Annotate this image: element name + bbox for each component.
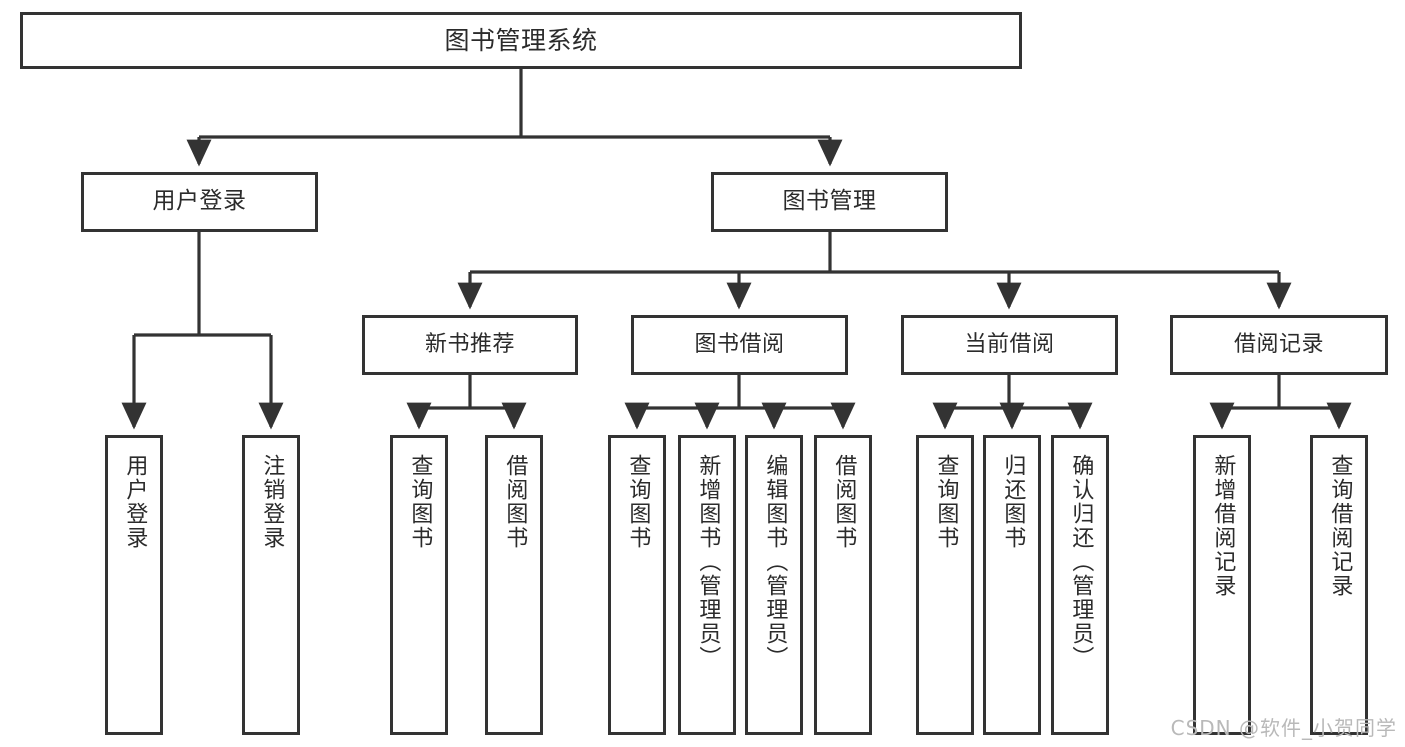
node-new-book-rec-label: 新书推荐	[424, 332, 515, 358]
node-leaf-return-book[interactable]: 归还图书	[983, 435, 1041, 735]
node-leaf-edit-book[interactable]: 编辑图书（管理员）	[745, 435, 803, 735]
node-current-borrow-label: 当前借阅	[964, 332, 1055, 358]
node-user-login[interactable]: 用户登录	[81, 172, 318, 232]
node-leaf-query-book-2-label: 查询图书	[625, 454, 651, 550]
node-root-label: 图书管理系统	[444, 25, 598, 55]
node-borrow-record-label: 借阅记录	[1233, 332, 1324, 358]
node-leaf-borrow-book-1-label: 借阅图书	[502, 454, 528, 550]
node-user-login-label: 用户登录	[152, 188, 247, 215]
node-leaf-confirm-return-label: 确认归还（管理员）	[1068, 454, 1094, 670]
node-leaf-user-login-label: 用户登录	[122, 454, 148, 550]
node-leaf-query-book-3[interactable]: 查询图书	[916, 435, 974, 735]
node-current-borrow[interactable]: 当前借阅	[901, 315, 1118, 375]
node-leaf-add-book[interactable]: 新增图书（管理员）	[678, 435, 736, 735]
node-leaf-user-logout[interactable]: 注销登录	[242, 435, 300, 735]
node-leaf-query-book-1-label: 查询图书	[407, 454, 433, 550]
node-leaf-user-login[interactable]: 用户登录	[105, 435, 163, 735]
node-leaf-return-book-label: 归还图书	[1000, 454, 1026, 550]
node-leaf-user-logout-label: 注销登录	[259, 454, 285, 550]
node-leaf-add-book-label: 新增图书（管理员）	[695, 454, 721, 670]
node-leaf-borrow-book-1[interactable]: 借阅图书	[485, 435, 543, 735]
node-root[interactable]: 图书管理系统	[20, 12, 1022, 69]
node-new-book-rec[interactable]: 新书推荐	[362, 315, 578, 375]
node-leaf-query-record-label: 查询借阅记录	[1327, 454, 1353, 598]
node-leaf-query-book-3-label: 查询图书	[933, 454, 959, 550]
watermark: CSDN @软件_小贺同学	[1170, 716, 1397, 740]
node-book-borrow[interactable]: 图书借阅	[631, 315, 848, 375]
node-leaf-query-book-2[interactable]: 查询图书	[608, 435, 666, 735]
node-book-manage[interactable]: 图书管理	[711, 172, 948, 232]
node-leaf-query-record[interactable]: 查询借阅记录	[1310, 435, 1368, 735]
node-book-manage-label: 图书管理	[782, 188, 877, 215]
node-book-borrow-label: 图书借阅	[694, 332, 785, 358]
node-leaf-confirm-return[interactable]: 确认归还（管理员）	[1051, 435, 1109, 735]
node-leaf-query-book-1[interactable]: 查询图书	[390, 435, 448, 735]
node-leaf-borrow-book-2[interactable]: 借阅图书	[814, 435, 872, 735]
node-leaf-add-record-label: 新增借阅记录	[1210, 454, 1236, 598]
node-borrow-record[interactable]: 借阅记录	[1170, 315, 1388, 375]
node-leaf-add-record[interactable]: 新增借阅记录	[1193, 435, 1251, 735]
node-leaf-edit-book-label: 编辑图书（管理员）	[762, 454, 788, 670]
node-leaf-borrow-book-2-label: 借阅图书	[831, 454, 857, 550]
